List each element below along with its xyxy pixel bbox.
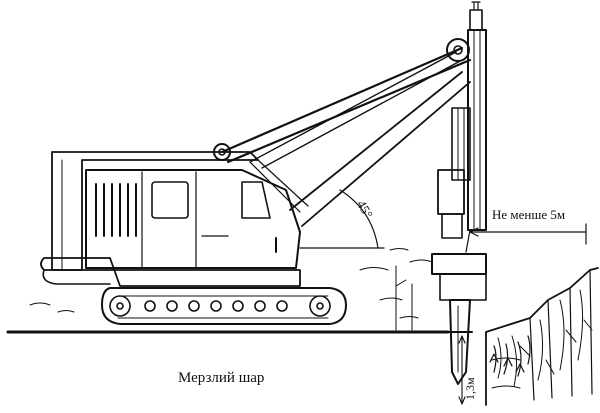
- marker-stakes: [395, 265, 413, 331]
- front-window: [241, 181, 271, 219]
- cab-window: [151, 181, 189, 219]
- angle-indicator: [299, 189, 385, 249]
- frozen-chunks: [489, 335, 531, 377]
- hammer-mast: [431, 1, 487, 385]
- distance-dimension: [469, 223, 587, 245]
- cab-body: [51, 151, 309, 271]
- crawler-track: [101, 287, 347, 325]
- ground-surface: [6, 248, 473, 334]
- depth-label: 1,3м: [463, 377, 477, 400]
- distance-label: Не менше 5м: [492, 207, 566, 222]
- frozen-layer-caption: Мерзлий шар: [178, 370, 265, 386]
- side-vents: [95, 183, 137, 237]
- crane-boom: [213, 38, 472, 227]
- depth-dimension: [458, 335, 466, 405]
- frozen-soil-block: [485, 267, 599, 406]
- undercarriage: [40, 257, 301, 287]
